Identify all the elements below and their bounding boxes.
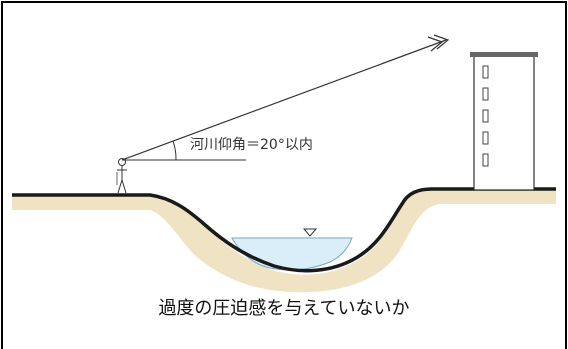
building-window [482,65,489,79]
building-window [482,87,489,101]
building-window [482,131,489,145]
sight-line [121,39,447,161]
ground-surface-line [12,187,556,273]
ground-fill [12,190,556,293]
observer-figure-icon [116,158,127,194]
building-window [482,153,489,167]
double-arrowhead-icon [427,34,450,52]
angle-label: 河川仰角＝20°以内 [190,137,313,153]
angle-arc [172,140,177,161]
building [470,52,538,191]
water-level-triangle-icon [302,228,318,237]
building-window [482,109,489,123]
caption-text: 過度の圧迫感を与えていないか [158,298,409,319]
